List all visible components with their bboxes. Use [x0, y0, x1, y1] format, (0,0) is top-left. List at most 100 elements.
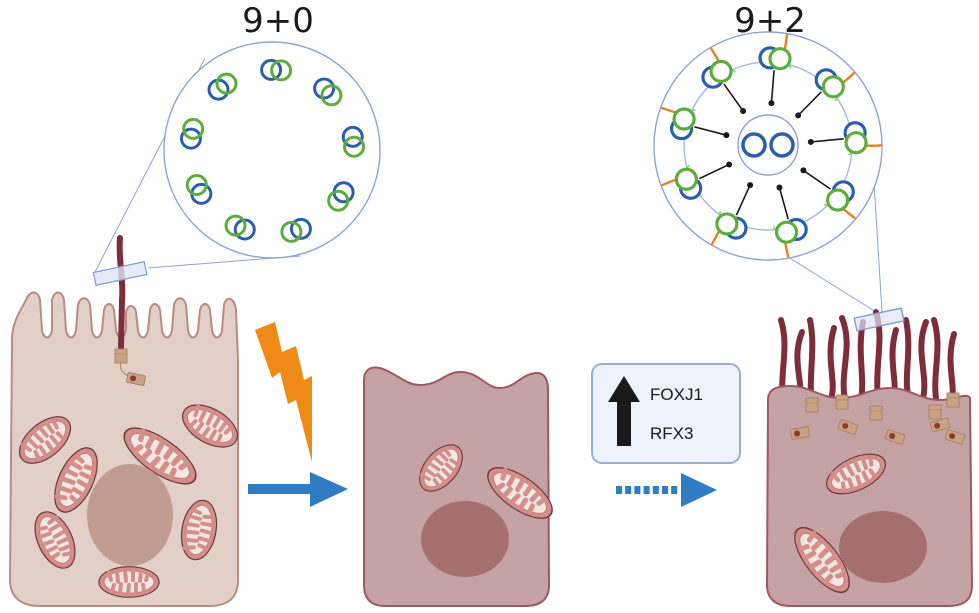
motile-cilium: [947, 331, 957, 403]
central-sheath: [737, 114, 799, 176]
b-tubule: [821, 75, 845, 99]
basal-body: [946, 392, 960, 408]
spoke-head: [795, 112, 802, 119]
differentiation-arrow: [616, 473, 717, 507]
b-tubule: [672, 107, 696, 131]
arrow-dash: [616, 486, 622, 494]
b-tubule: [224, 214, 247, 237]
cross-section-marker: [92, 261, 148, 286]
primary-cilium: [116, 235, 126, 351]
b-tubule: [674, 167, 698, 191]
microtubule-doublet: [280, 217, 312, 243]
central-microtubule: [741, 132, 767, 158]
arrow-dash: [643, 486, 650, 494]
microtubule-doublet: [823, 180, 856, 220]
central-microtubule: [769, 132, 795, 158]
b-tubule: [320, 84, 343, 107]
basal-body: [805, 397, 819, 413]
cell-multiciliated: [765, 307, 974, 607]
radial-spoke: [699, 163, 730, 180]
radial-spoke: [735, 184, 751, 216]
microtubule-doublet: [260, 58, 293, 82]
mitochondrion: [97, 564, 161, 600]
microtubule-doublet: [660, 106, 696, 141]
arrow-up-icon: [608, 376, 640, 446]
microtubule-doublet: [701, 47, 736, 89]
motile-cilium: [903, 317, 912, 398]
axoneme-9-2-inset: [653, 31, 883, 313]
b-tubule: [709, 59, 733, 83]
a-tubule: [260, 58, 283, 81]
nucleus: [87, 464, 173, 566]
axoneme-9-0-inset: [94, 41, 381, 273]
microtubule-doublet: [224, 214, 256, 241]
cell-injured: [363, 366, 560, 607]
b-tubule: [280, 220, 303, 243]
gene-label: FOXJ1: [650, 385, 703, 404]
a-tubule: [289, 217, 312, 240]
nucleus: [839, 511, 927, 583]
arrow-dash: [671, 486, 678, 494]
a-tubule: [341, 125, 364, 148]
motile-cilium: [931, 317, 941, 408]
motile-cilium: [918, 319, 929, 405]
motile-cilium: [827, 325, 837, 401]
gene-upregulation-box: FOXJ1 RFX3: [591, 363, 741, 464]
arrow-dash: [652, 486, 659, 494]
microtubule-doublet: [341, 125, 365, 158]
microtubule-doublet: [772, 217, 808, 258]
microtubule-doublet: [185, 173, 213, 205]
microtubule-doublet: [313, 77, 343, 107]
axoneme-label-9-0: 9+0: [242, 1, 314, 41]
spoke-head: [740, 107, 747, 114]
radial-spoke: [723, 83, 744, 112]
radial-spokes: [694, 70, 844, 220]
basal-body: [835, 394, 849, 410]
axoneme-outer-ring: [163, 41, 381, 259]
spoke-head: [776, 184, 783, 191]
b-tubule: [342, 135, 365, 158]
radial-spoke: [694, 126, 727, 136]
b-tubule: [215, 72, 238, 95]
microtubule-doublets-9-0: [179, 58, 365, 243]
b-tubule: [844, 131, 868, 155]
gene-label: RFX3: [650, 424, 693, 443]
spoke-head: [726, 161, 733, 168]
cross-section-marker: [853, 307, 905, 332]
arrow-dash: [634, 486, 641, 494]
spoke-head: [768, 100, 775, 107]
radial-spoke: [810, 138, 844, 143]
spoke-head: [723, 132, 730, 139]
b-tubule: [774, 220, 799, 244]
motile-cilium: [857, 319, 866, 403]
microtubule-doublet: [661, 164, 703, 200]
b-tubule: [185, 173, 208, 196]
b-tubule: [768, 47, 792, 71]
microtubule-doublet: [758, 33, 792, 71]
b-tubule: [327, 189, 350, 212]
microtubule-doublets-9-2: [660, 33, 882, 258]
b-tubule: [270, 59, 293, 82]
arrow-dash: [625, 486, 632, 494]
spoke-head: [807, 138, 814, 145]
basal-body: [869, 405, 883, 421]
lightning-bolt-icon: [255, 322, 312, 462]
microtubule-doublet: [179, 117, 205, 150]
a-tubule: [179, 127, 202, 150]
microtubule-doublet: [843, 121, 882, 156]
arrow-dash: [662, 486, 668, 494]
b-tubule: [182, 117, 205, 140]
microtubule-doublet: [207, 72, 238, 101]
a-tubule: [313, 77, 336, 100]
b-tubule: [715, 212, 739, 236]
radial-spoke: [797, 91, 822, 116]
radial-spoke: [802, 169, 832, 190]
radial-spoke: [778, 187, 789, 220]
motile-cilium: [839, 315, 850, 408]
spoke-head: [800, 167, 807, 174]
microtubule-doublet: [814, 68, 855, 102]
spoke-head: [747, 182, 754, 189]
cell-primary-cilium: [8, 235, 247, 607]
b-tubule: [826, 188, 850, 212]
